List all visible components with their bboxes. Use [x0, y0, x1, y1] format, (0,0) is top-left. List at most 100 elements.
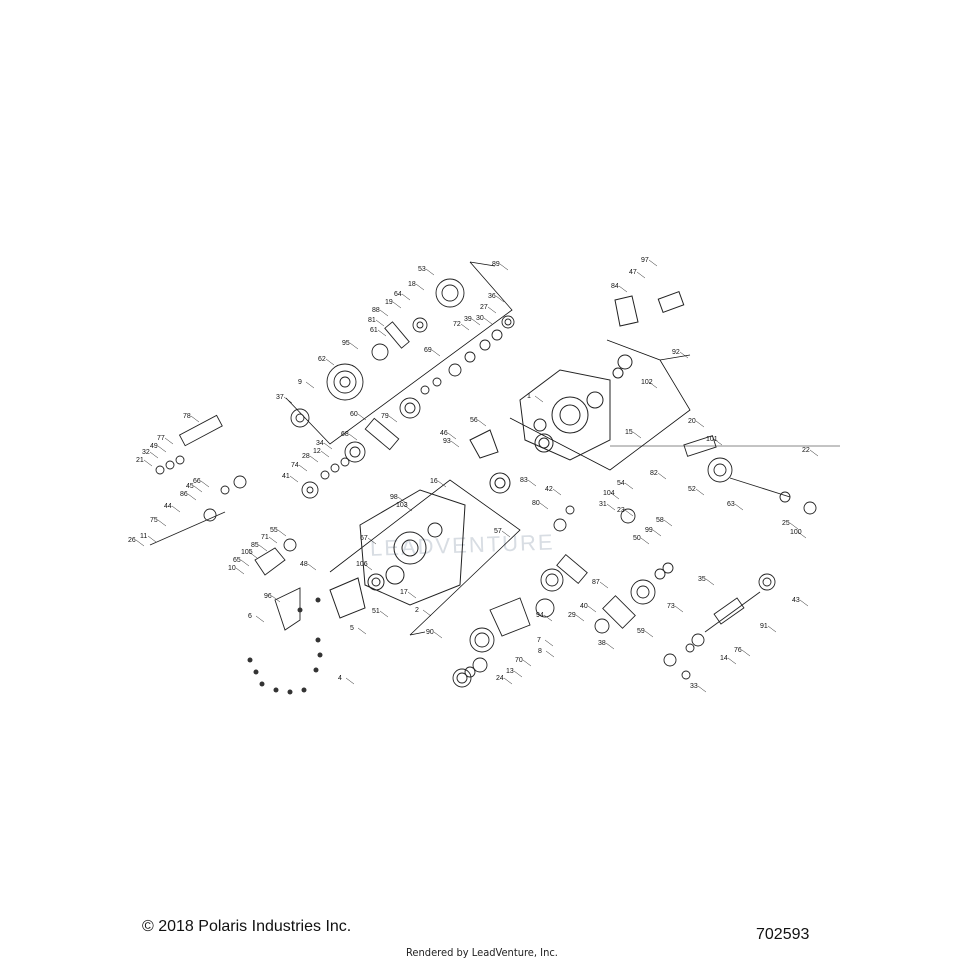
leader-line-44 [171, 505, 181, 513]
callout-33: 33 [690, 683, 698, 690]
parts-left-shift [149, 414, 301, 631]
leader-line-106 [363, 563, 373, 571]
callout-85: 85 [251, 542, 259, 549]
leader-line-71 [268, 536, 278, 544]
callout-26: 26 [128, 537, 136, 544]
callout-27: 27 [480, 304, 488, 311]
callout-91: 91 [760, 623, 768, 630]
callout-74: 74 [291, 462, 299, 469]
leader-line-94 [543, 614, 553, 622]
callout-43: 43 [792, 597, 800, 604]
leader-line-64 [401, 293, 411, 301]
leader-line-10 [235, 567, 245, 575]
callout-98: 98 [390, 494, 398, 501]
callout-50: 50 [633, 535, 641, 542]
callout-55: 55 [270, 527, 278, 534]
leader-line-81 [375, 319, 385, 327]
callout-37: 37 [276, 394, 284, 401]
callout-11: 11 [140, 533, 147, 540]
leader-line-57 [501, 530, 511, 538]
callout-106: 106 [356, 561, 368, 568]
leader-line-21 [143, 459, 153, 467]
callout-47: 47 [629, 269, 637, 276]
bracket-92 [509, 339, 691, 471]
callout-88: 88 [372, 307, 380, 314]
leader-line-86 [187, 493, 197, 501]
callout-75: 75 [150, 517, 158, 524]
leader-line-68 [348, 433, 358, 441]
callout-58: 58 [656, 517, 664, 524]
leader-line-40 [587, 605, 597, 613]
callout-64: 64 [394, 291, 402, 298]
callout-54: 54 [617, 480, 625, 487]
leader-line-32 [149, 451, 159, 459]
callout-36: 36 [488, 293, 496, 300]
parts-shafts [452, 435, 817, 688]
leader-line-65 [240, 559, 250, 567]
leader-line-1 [534, 395, 544, 403]
leader-line-85 [258, 544, 268, 552]
callout-5: 5 [350, 625, 354, 632]
leader-line-92 [679, 351, 689, 359]
callout-100: 100 [790, 529, 802, 536]
callout-104: 104 [603, 490, 615, 497]
callout-73: 73 [667, 603, 675, 610]
callout-80: 80 [532, 500, 540, 507]
leader-line-91 [767, 625, 777, 633]
leader-line-102 [648, 381, 658, 389]
leader-line-98 [397, 496, 407, 504]
leader-line-14 [727, 657, 737, 665]
callout-6: 6 [248, 613, 252, 620]
leader-line-55 [277, 529, 287, 537]
callout-44: 44 [164, 503, 172, 510]
leader-line-30 [483, 317, 493, 325]
leader-line-27 [487, 306, 497, 314]
leader-line-89 [499, 263, 509, 271]
case-left [329, 429, 511, 619]
callout-83: 83 [520, 477, 528, 484]
callout-19: 19 [385, 299, 393, 306]
callout-86: 86 [180, 491, 188, 498]
callout-23: 23 [617, 507, 625, 514]
leader-line-52 [695, 488, 705, 496]
callout-4: 4 [338, 675, 342, 682]
leader-line-90 [433, 631, 443, 639]
leader-line-35 [705, 578, 715, 586]
callout-95: 95 [342, 340, 350, 347]
callout-81: 81 [368, 317, 376, 324]
leader-line-5 [357, 627, 367, 635]
callout-94: 94 [536, 612, 544, 619]
leader-line-46 [447, 432, 457, 440]
callout-9: 9 [298, 379, 302, 386]
leader-line-96 [271, 595, 281, 603]
callout-82: 82 [650, 470, 658, 477]
leader-line-28 [309, 455, 319, 463]
leader-line-104 [610, 492, 620, 500]
callout-labels: 1245678910111213141516171819202122232425… [128, 257, 819, 693]
leader-line-59 [644, 630, 654, 638]
leader-line-77 [164, 437, 174, 445]
callout-49: 49 [150, 443, 158, 450]
callout-45: 45 [186, 483, 194, 490]
leader-line-38 [605, 642, 615, 650]
callout-13: 13 [506, 668, 514, 675]
leader-line-22 [809, 449, 819, 457]
leader-line-97 [648, 259, 658, 267]
callout-89: 89 [492, 261, 500, 268]
leader-line-100 [797, 531, 807, 539]
callout-35: 35 [698, 576, 706, 583]
leader-line-80 [539, 502, 549, 510]
callout-30: 30 [476, 315, 484, 322]
leader-line-34 [323, 442, 333, 450]
callout-102: 102 [641, 379, 653, 386]
leader-line-70 [522, 659, 532, 667]
bracket-89 [285, 261, 513, 445]
leader-line-76 [741, 649, 751, 657]
callout-41: 41 [282, 473, 290, 480]
bracket-90 [329, 479, 521, 636]
callout-17: 17 [400, 589, 408, 596]
callout-60: 60 [350, 411, 358, 418]
leader-line-20 [695, 420, 705, 428]
leader-line-31 [606, 503, 616, 511]
